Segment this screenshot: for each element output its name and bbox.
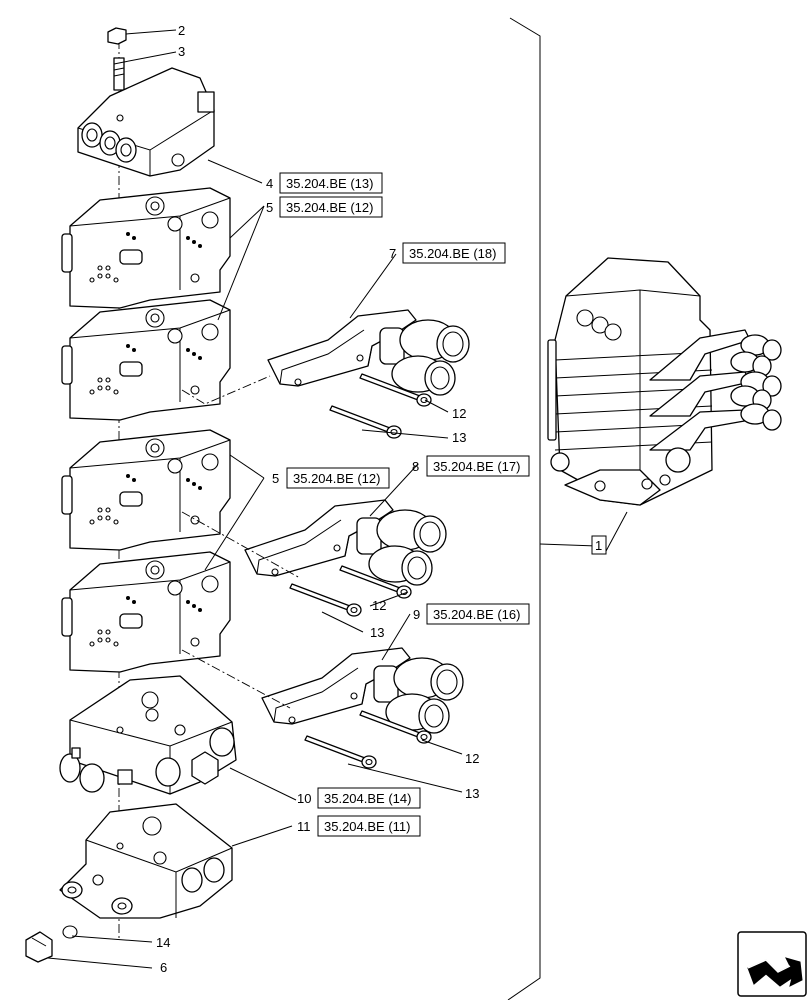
callout-11-ref: 35.204.BE (11) [324, 819, 410, 834]
valve-section-3 [61, 429, 231, 551]
valve-section-2 [61, 299, 231, 421]
hose-elbow-9 [261, 647, 464, 734]
callout-14-number: 14 [156, 935, 170, 950]
callout-9-number: 9 [413, 607, 420, 622]
bolt-13b [289, 583, 362, 617]
callout-5a-ref: 35.204.BE (12) [286, 200, 373, 215]
callout-13a-number: 13 [452, 430, 466, 445]
stud-part [113, 57, 125, 91]
nut-part [107, 27, 127, 45]
callout-10-ref: 35.204.BE (14) [324, 791, 411, 806]
callout-8-number: 8 [412, 459, 419, 474]
callout-7-number: 7 [389, 246, 396, 261]
callout-13c-number: 13 [465, 786, 479, 801]
callout-13b-number: 13 [370, 625, 384, 640]
callout-5a-number: 5 [266, 200, 273, 215]
callout-3-number: 3 [178, 44, 185, 59]
callout-6-number: 6 [160, 960, 167, 975]
callout-11-number: 11 [297, 819, 311, 834]
callout-10-number: 10 [297, 791, 311, 806]
valve-section-1 [61, 187, 231, 309]
callout-5b-ref: 35.204.BE (12) [293, 471, 380, 486]
end-section-part [59, 803, 233, 919]
callout-12a-number: 12 [452, 406, 466, 421]
callout-7-ref: 35.204.BE (18) [409, 246, 496, 261]
callout-4-ref: 35.204.BE (13) [286, 176, 373, 191]
bolt-13a [329, 405, 402, 439]
hose-elbow-7 [267, 309, 470, 396]
callout-2-number: 2 [178, 23, 185, 38]
callout-12c-number: 12 [465, 751, 479, 766]
callout-4-number: 4 [266, 176, 273, 191]
plug-part [25, 931, 53, 963]
assembly-callout-number: 1 [595, 538, 602, 553]
assembled-valve-illustration [547, 257, 782, 506]
valve-section-4 [61, 551, 231, 673]
o-ring-part [62, 925, 78, 939]
next-page-arrow-icon[interactable] [737, 931, 807, 997]
callout-5b-number: 5 [272, 471, 279, 486]
bolt-13c [304, 735, 377, 769]
end-cover-part [77, 67, 215, 177]
callout-8-ref: 35.204.BE (17) [433, 459, 520, 474]
callout-12b-number: 12 [372, 598, 386, 613]
callout-9-ref: 35.204.BE (16) [433, 607, 520, 622]
inlet-section-part [59, 675, 237, 795]
